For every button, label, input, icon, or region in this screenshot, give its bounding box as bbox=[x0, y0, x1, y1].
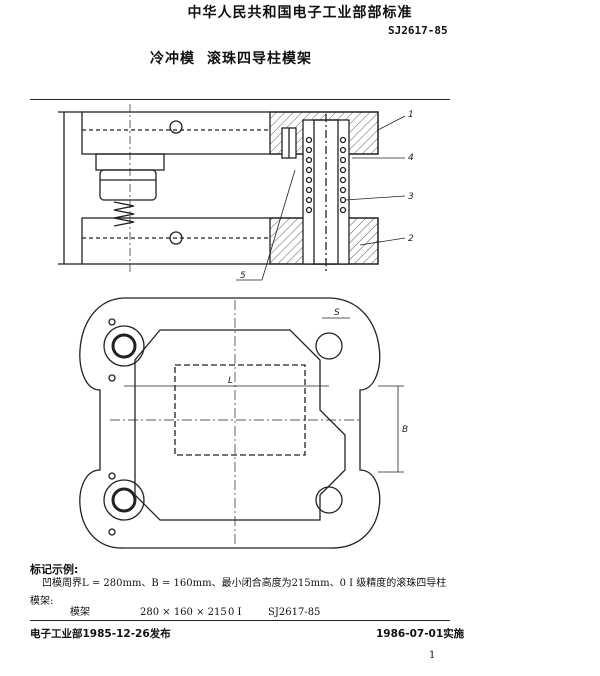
dimension-S-label: S bbox=[334, 308, 340, 318]
marking-example-line-1: 凹模周界L = 280mm、B = 160mm、最小闭合高度为215mm、0 I… bbox=[42, 578, 447, 589]
marking-example-line-2: 模架: bbox=[30, 596, 54, 607]
title-part-2: 滚珠四导柱模架 bbox=[207, 51, 312, 67]
marking-example-heading: 标记示例: bbox=[30, 563, 79, 576]
marking-size: 280 × 160 × 215 bbox=[140, 607, 227, 618]
front-elevation bbox=[58, 104, 406, 281]
dimension-B-label: B bbox=[402, 425, 408, 435]
standard-number: SJ2617-85 bbox=[388, 24, 448, 37]
callout-2: 2 bbox=[408, 234, 414, 244]
document-title: 冷冲模滚珠四导柱模架 bbox=[150, 48, 324, 68]
top-rule bbox=[30, 99, 450, 100]
ball-cage bbox=[305, 136, 347, 214]
page-number: 1 bbox=[429, 650, 436, 661]
technical-drawing: 1 4 3 2 5 L B S bbox=[58, 104, 414, 549]
callout-3: 3 bbox=[408, 192, 414, 202]
plan-view bbox=[79, 297, 404, 549]
issued-date: 电子工业部1985-12-26发布 bbox=[30, 628, 171, 640]
effective-date: 1986-07-01实施 bbox=[376, 628, 465, 640]
marking-standard: SJ2617-85 bbox=[268, 607, 321, 618]
title-part-1: 冷冲模 bbox=[150, 51, 195, 67]
marking-example-row: 模架 280 × 160 × 2150 I SJ2617-85 bbox=[70, 603, 320, 618]
callout-5: 5 bbox=[240, 271, 246, 281]
bottom-rule bbox=[30, 620, 450, 621]
callout-4: 4 bbox=[408, 153, 414, 163]
marking-name: 模架 bbox=[70, 607, 90, 618]
callout-1: 1 bbox=[408, 110, 414, 120]
issuing-organization: 中华人民共和国电子工业部部标准 bbox=[187, 5, 413, 21]
dimension-L-label: L bbox=[228, 376, 233, 386]
marking-grade: 0 I bbox=[228, 607, 242, 618]
